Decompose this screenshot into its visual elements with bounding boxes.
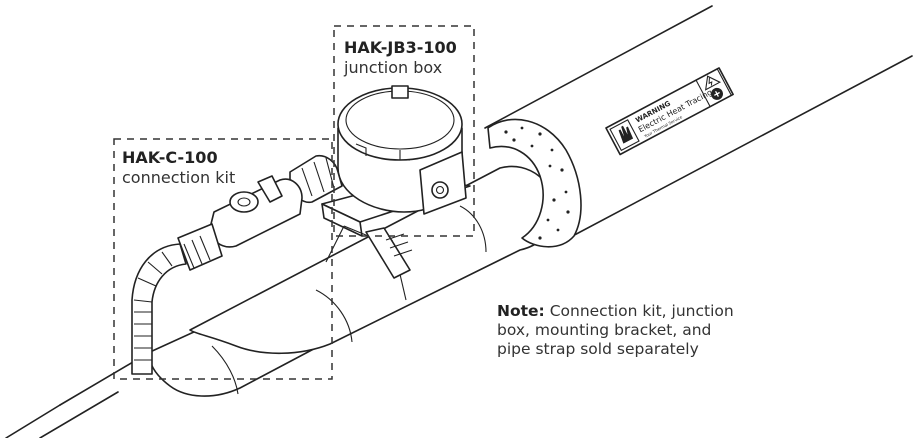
connection-kit-label: HAK-C-100 connection kit: [122, 148, 235, 188]
warning-label: WARNING Electric Heat Tracing Your Therm…: [605, 67, 734, 156]
junction-box-label: HAK-JB3-100 junction box: [344, 38, 457, 78]
connection-kit-fitting: [177, 154, 343, 271]
connection-kit-part-number: HAK-C-100: [122, 148, 218, 167]
note-prefix: Note:: [497, 302, 545, 320]
junction-box: [337, 85, 467, 215]
hand-hazard-icon: [618, 125, 634, 144]
foam-end-seal: [487, 118, 582, 248]
electric-hazard-icon: [695, 68, 733, 108]
note-body: Connection kit, junction box, mounting b…: [497, 302, 734, 358]
junction-box-part-number: HAK-JB3-100: [344, 38, 457, 57]
flexible-conduit: [131, 243, 187, 375]
pipe-strap: [365, 227, 413, 279]
junction-box-description: junction box: [344, 58, 443, 77]
note-text: Note: Connection kit, junction box, moun…: [497, 302, 737, 359]
insulation-jacket: [484, 5, 913, 241]
connection-kit-callout: [113, 138, 333, 380]
junction-box-callout: [333, 25, 475, 237]
connection-kit-description: connection kit: [122, 168, 236, 187]
